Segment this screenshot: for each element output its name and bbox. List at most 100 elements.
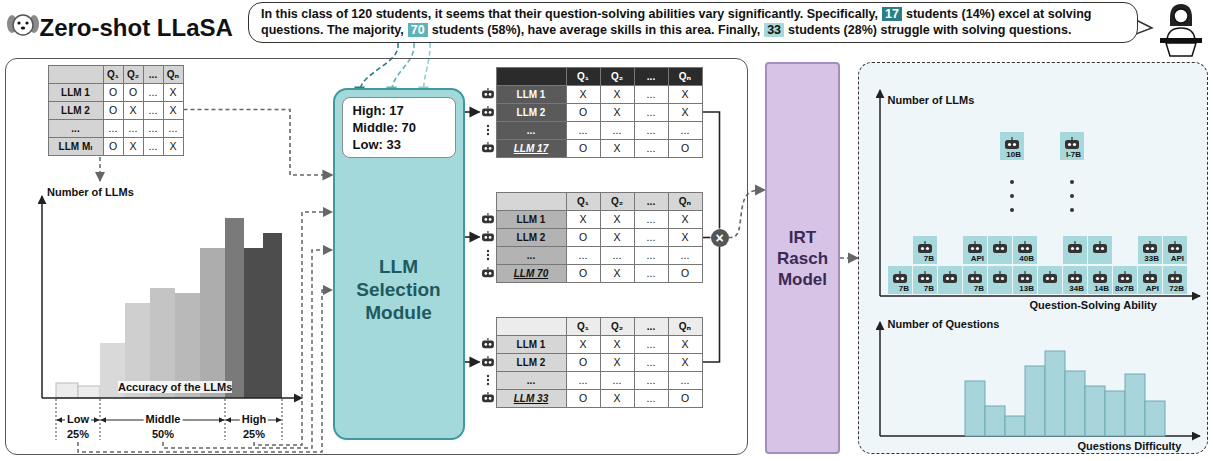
robot-icon [1018,274,1032,283]
robot-icon [1101,247,1104,250]
result-charts [1010,208,1014,212]
robot-icon [913,236,937,264]
table-cell: X [601,336,635,354]
robot-icon [968,274,982,283]
robot-icon [1068,244,1082,253]
table-cell: ... [601,372,635,390]
table-cell: O [669,265,703,283]
histogram [282,399,283,440]
table-cell: ... [567,372,601,390]
robot-icon [482,392,494,402]
table-cell: ... [601,247,635,265]
robot-icon [1063,236,1087,264]
robot-icons [487,129,489,131]
model-size: 7B [972,284,986,293]
table-cell: X [601,229,635,247]
selection-module: High: 17Middle: 70Low: 33LLM Selection M… [333,88,465,440]
table-cell: ... [635,336,669,354]
connector [703,112,720,229]
histogram [42,157,332,452]
speech-paragraph: In this class of 120 students, it seems … [261,7,1125,38]
model-size: API [1144,284,1161,293]
column-header: Q₁ [567,68,601,86]
result-charts [985,406,1005,436]
column-header: Q₂ [124,66,144,84]
table-cell: ... [164,120,184,138]
robot-icon [899,271,900,274]
dog-icon [17,21,20,24]
robot-icon [487,338,488,341]
dog-icon [21,26,25,29]
robot-icon [988,266,1012,294]
group-count: Middle: 70 [353,119,445,136]
robot-icon [1088,266,1112,294]
robot-icon [1071,277,1074,280]
robot-icon [487,267,488,270]
table-cell: ... [635,390,669,408]
robot-icon [482,359,494,367]
speech-text: students (28%) struggle with solving que… [788,23,1071,37]
robot-icon [1113,266,1137,294]
robot-icon [1008,143,1011,146]
column-header: Q₁ [104,66,124,84]
connector [703,237,711,239]
connector [465,236,480,238]
column-header: Q₁ [567,318,601,336]
axis-label: Accuracy of the LLMs [118,381,232,393]
robot-icon [489,272,492,275]
result-charts [1005,416,1025,436]
table-cell: O [104,102,124,120]
robot-icon [1146,247,1149,250]
result-charts [879,322,881,436]
row-header: LLM 1 [49,84,104,102]
result-charts [1010,180,1074,212]
result-charts [1105,391,1125,436]
robot-icon [976,247,979,250]
robot-icon [949,271,950,274]
robot-icon [1013,236,1037,264]
robot-icon [974,271,975,274]
robot-icon [489,93,492,96]
table-cell: X [164,138,184,156]
input-table: Q₁Q₂...QₙLLM 1OO...XLLM 2OX...X.........… [48,65,184,156]
group-name: Middle [144,413,183,425]
robot-icon [1113,266,1137,294]
histogram [56,399,282,440]
model-size: 7B [922,284,936,293]
model-size: API [969,254,986,263]
robot-icon [888,266,912,294]
model-size: 7B [922,254,936,263]
robot-icon [482,338,494,348]
robot-icon [1138,266,1162,294]
robot-icon [1073,143,1076,146]
table-grid: Q₁Q₂...QₙLLM 1XX...XLLM 2OX...X.........… [496,192,703,283]
robot-icon [1099,241,1100,244]
robot-icon [976,277,979,280]
robot-icon [926,277,929,280]
robot-icon [1076,247,1079,250]
robot-icon [999,271,1000,274]
robot-icon [1068,143,1071,146]
table-cell: X [669,229,703,247]
histogram [200,248,225,398]
robot-icon [489,361,492,364]
robot-icon [489,397,492,400]
group-count: Low: 33 [353,136,445,153]
robot-icon [1163,236,1187,264]
group-name: Low [65,413,91,425]
table-cell: ... [635,247,669,265]
row-header: LLM 2 [497,229,567,247]
robot-icon [999,241,1000,244]
diagram-title: Zero-shot LLaSA [40,14,233,42]
table-cell: ... [144,102,164,120]
table-cell: X [601,354,635,372]
robot-icon [1074,271,1075,274]
robot-icon [484,397,487,400]
model-size: 72B [1167,284,1186,293]
table-corner [49,66,104,84]
robot-icon [482,142,494,152]
table-cell: ... [567,122,601,140]
robot-icon [1005,140,1019,149]
robot-icon [988,236,1012,264]
high-group-table: Q₁Q₂...QₙLLM 1XX...XLLM 2OX...X.........… [480,67,703,158]
